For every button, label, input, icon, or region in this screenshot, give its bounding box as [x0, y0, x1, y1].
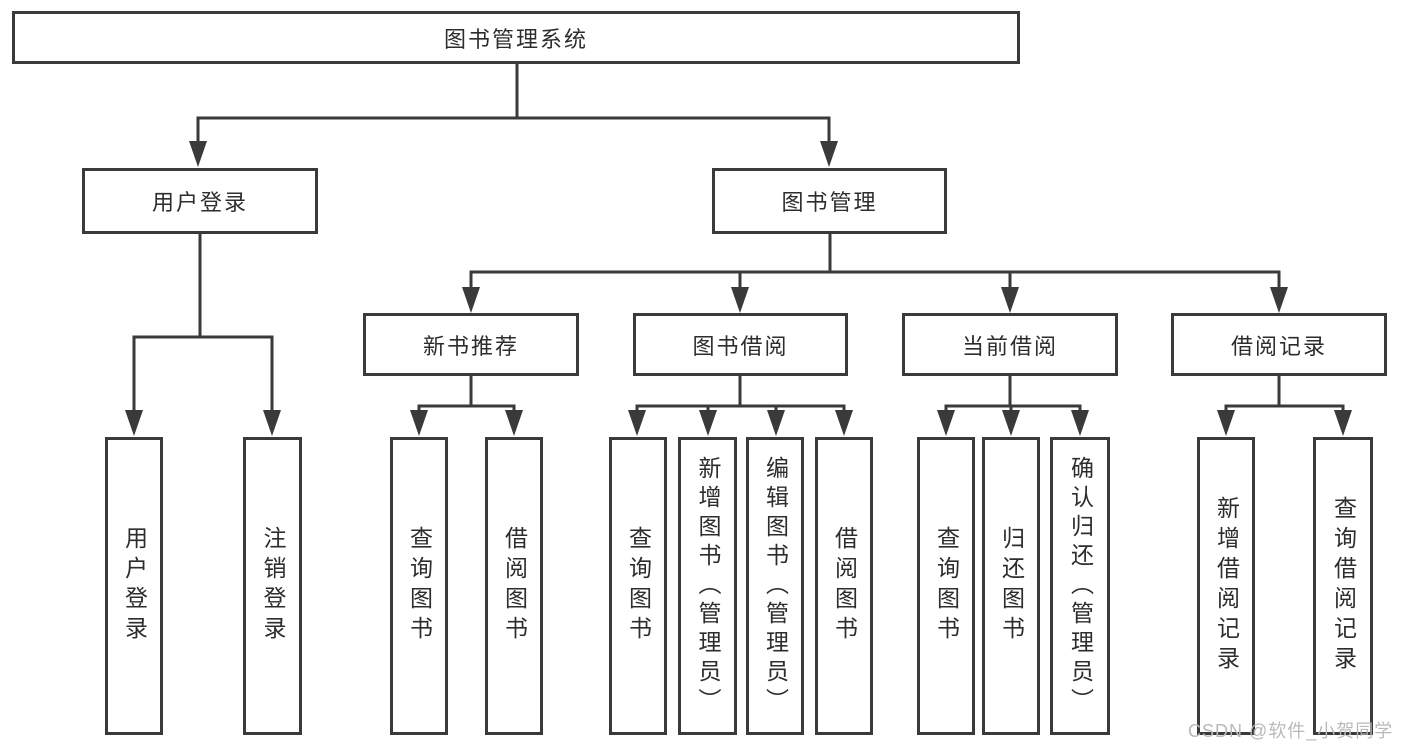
- node-borrow-records-label: 借阅记录: [1230, 333, 1327, 359]
- leaf-recommend-borrow-books-label: 借阅图书: [501, 526, 528, 646]
- node-user-login-label: 用户登录: [151, 190, 248, 215]
- node-book-management: 图书管理: [712, 168, 947, 234]
- node-user-login: 用户登录: [82, 168, 318, 234]
- watermark: CSDN @软件_小贺同学: [1188, 721, 1394, 741]
- leaf-user-login: 用户登录: [105, 437, 163, 735]
- leaf-recommend-query-books-label: 查询图书: [406, 526, 433, 646]
- leaf-query-borrow-record-label: 查询借阅记录: [1330, 496, 1357, 676]
- node-new-book-recommend-label: 新书推荐: [422, 333, 519, 359]
- leaf-query-borrow-record: 查询借阅记录: [1313, 437, 1373, 735]
- node-root: 图书管理系统: [12, 11, 1020, 64]
- leaf-recommend-borrow-books: 借阅图书: [485, 437, 543, 735]
- leaf-confirm-return-admin-label: 确认归还（管理员）: [1067, 455, 1094, 717]
- leaf-edit-book-admin-label: 编辑图书（管理员）: [762, 455, 789, 717]
- leaf-add-borrow-record-label: 新增借阅记录: [1213, 496, 1240, 676]
- leaf-add-book-admin-label: 新增图书（管理员）: [695, 455, 721, 717]
- node-new-book-recommend: 新书推荐: [363, 313, 579, 376]
- leaf-borrow-books-label: 借阅图书: [831, 526, 858, 646]
- leaf-add-book-admin: 新增图书（管理员）: [678, 437, 737, 735]
- node-root-label: 图书管理系统: [443, 26, 588, 52]
- leaf-logout-label: 注销登录: [260, 526, 286, 646]
- node-book-borrow: 图书借阅: [633, 313, 848, 376]
- node-book-management-label: 图书管理: [781, 190, 878, 215]
- node-borrow-records: 借阅记录: [1171, 313, 1387, 376]
- node-current-borrow-label: 当前借阅: [961, 333, 1058, 359]
- leaf-current-query-books: 查询图书: [917, 437, 975, 735]
- leaf-return-book: 归还图书: [982, 437, 1040, 735]
- leaf-current-query-books-label: 查询图书: [933, 526, 960, 646]
- leaf-user-login-label: 用户登录: [121, 526, 148, 646]
- leaf-confirm-return-admin: 确认归还（管理员）: [1050, 437, 1110, 735]
- leaf-recommend-query-books: 查询图书: [390, 437, 448, 735]
- leaf-add-borrow-record: 新增借阅记录: [1197, 437, 1255, 735]
- leaf-edit-book-admin: 编辑图书（管理员）: [746, 437, 804, 735]
- leaf-borrow-query-books: 查询图书: [609, 437, 667, 735]
- leaf-borrow-books: 借阅图书: [815, 437, 873, 735]
- node-book-borrow-label: 图书借阅: [692, 333, 789, 359]
- leaf-borrow-query-books-label: 查询图书: [625, 526, 652, 646]
- leaf-return-book-label: 归还图书: [998, 526, 1025, 646]
- leaf-logout: 注销登录: [243, 437, 302, 735]
- node-current-borrow: 当前借阅: [902, 313, 1118, 376]
